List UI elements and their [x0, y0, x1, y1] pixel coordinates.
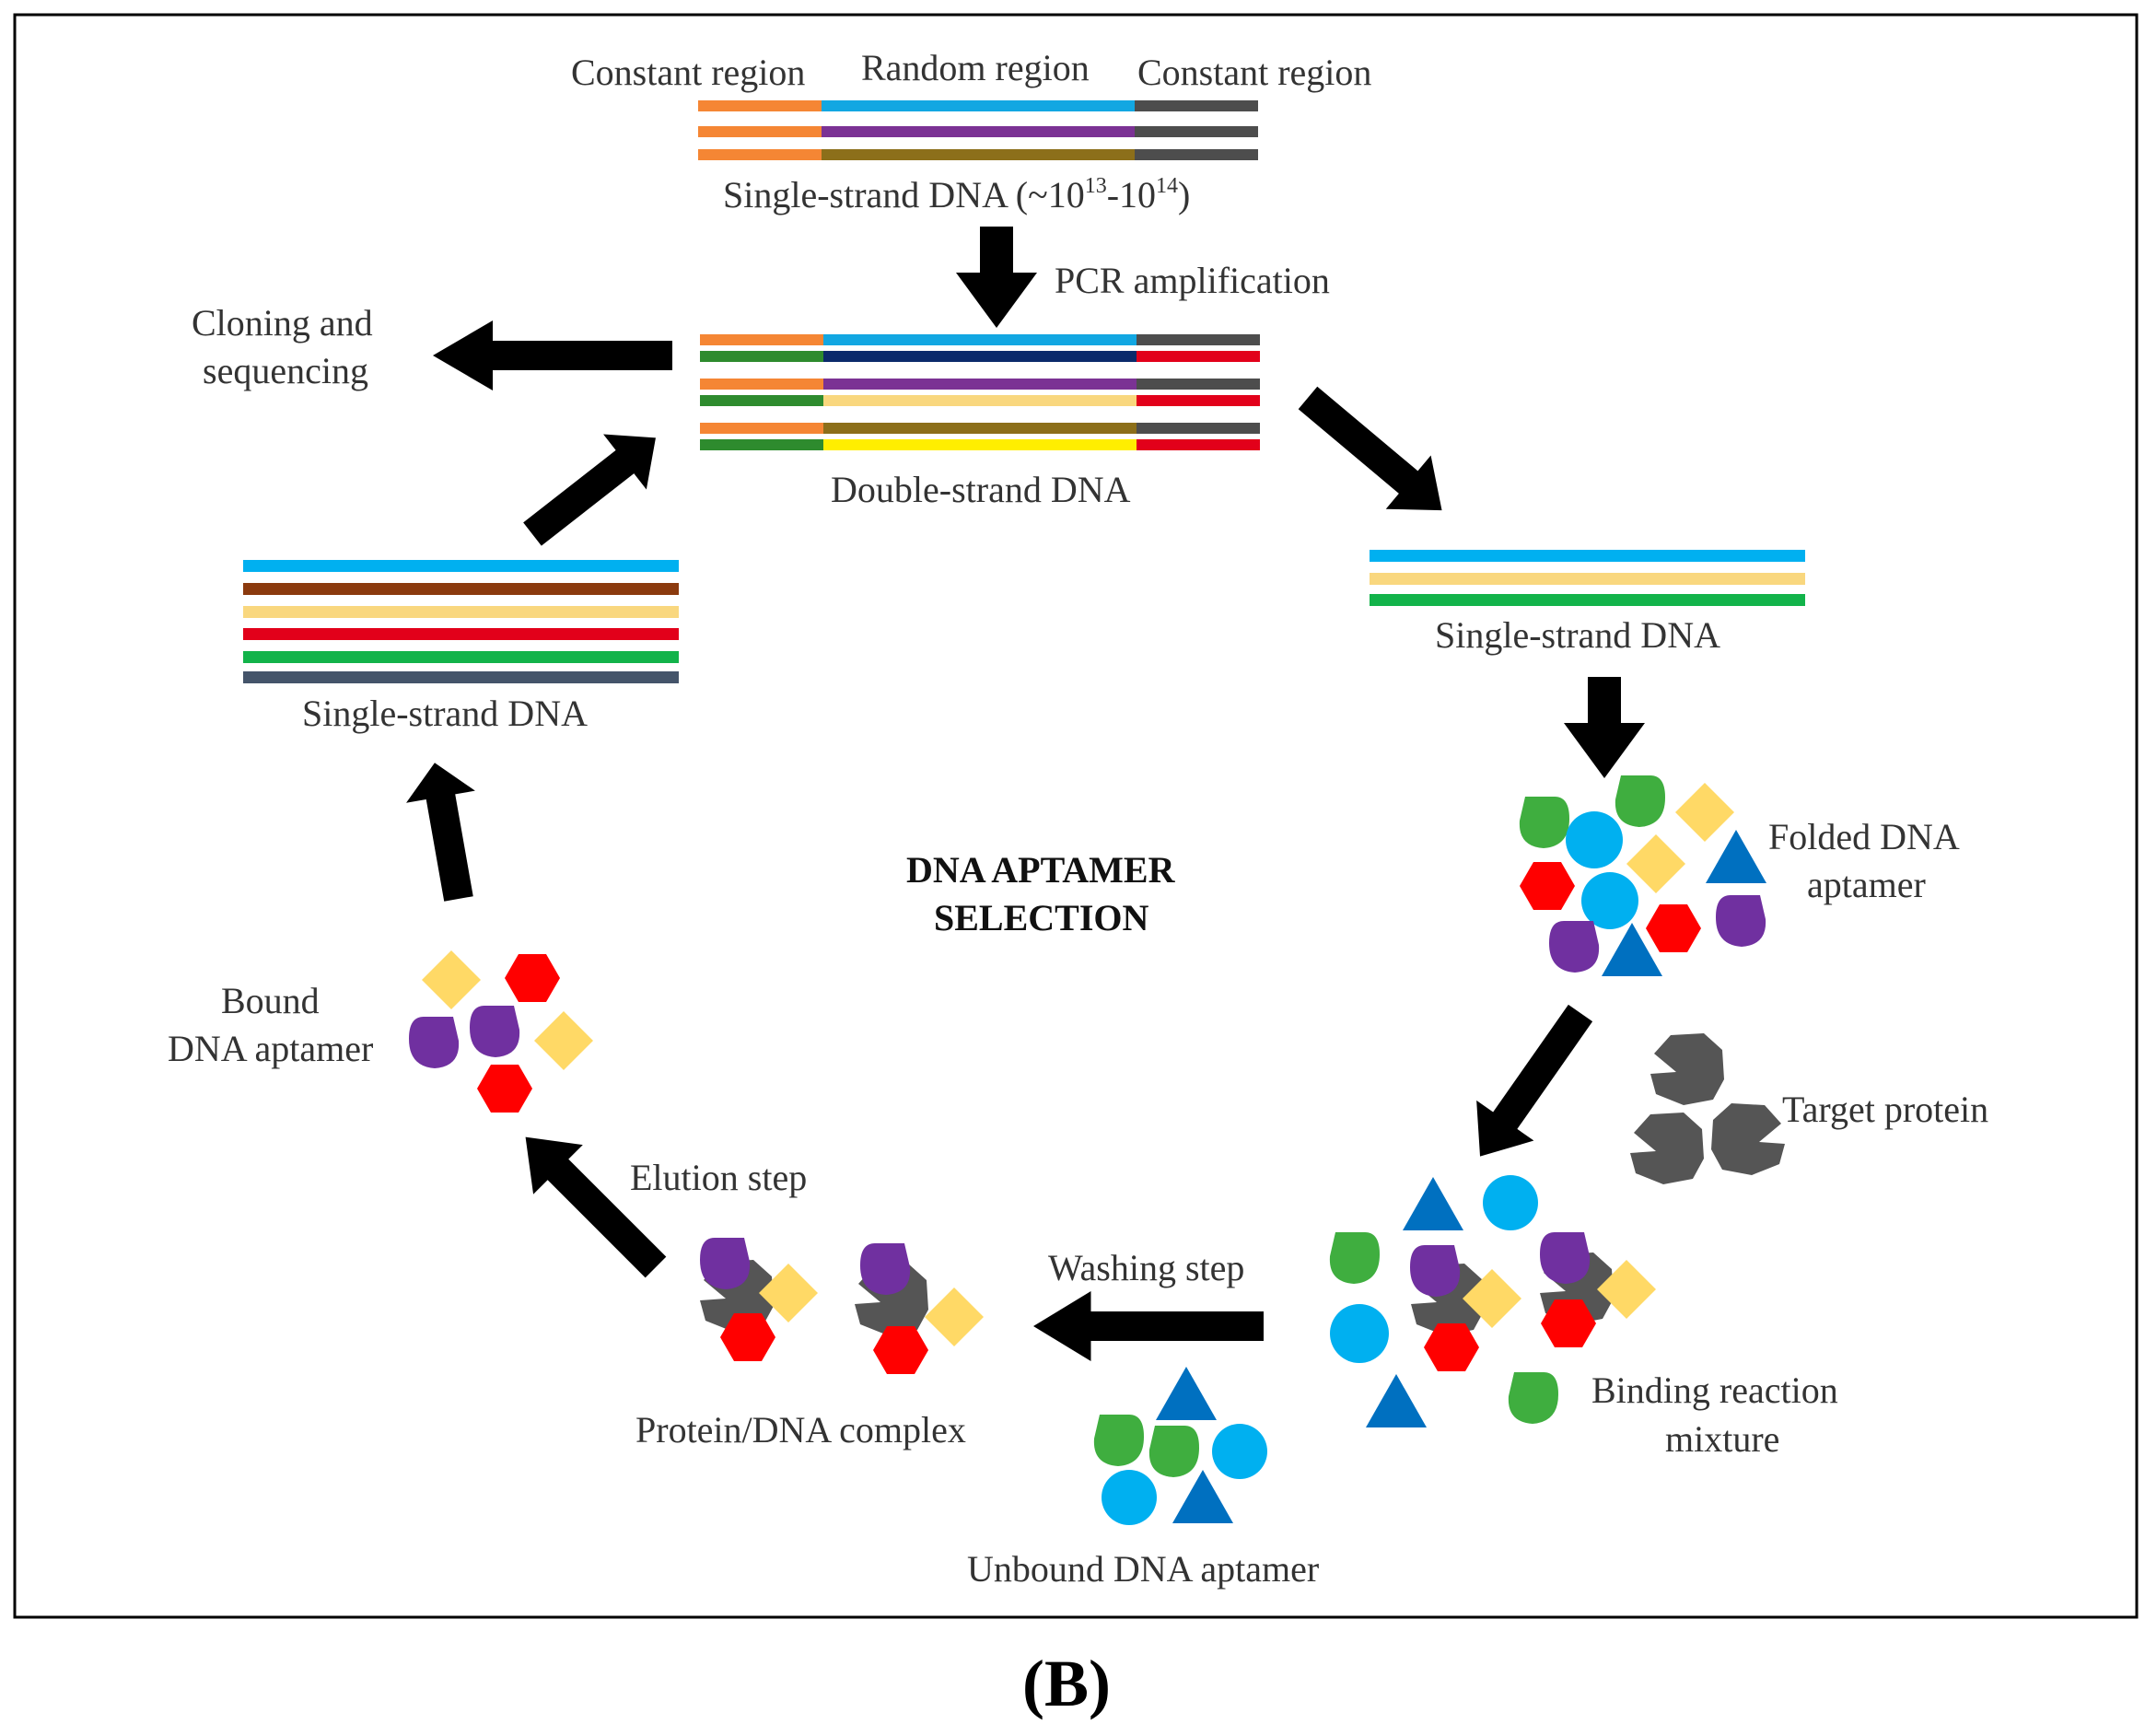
ssdna-library-label: Single-strand DNA (~1013-1014) [723, 174, 1190, 216]
constant-region-right-label: Constant region [1137, 52, 1371, 93]
cloning-arrow [433, 320, 672, 390]
folded-label-line1: Folded DNA [1768, 816, 1960, 857]
folded-dna-aptamer-cluster [1519, 775, 1766, 976]
washing-arrow [1033, 1291, 1264, 1361]
unbound-dna-aptamer-cluster [1093, 1367, 1267, 1525]
pcr-amplification-label: PCR amplification [1055, 260, 1330, 301]
to-right-ssdna-arrow [1285, 370, 1464, 538]
to-double-strand-arrow [510, 410, 678, 562]
figure-border [13, 13, 2139, 1619]
fold-down-arrow [1564, 677, 1645, 778]
bound-dna-aptamer-cluster [409, 950, 593, 1113]
unbound-dna-aptamer-label: Unbound DNA aptamer [967, 1548, 1319, 1590]
cloning-label-line1: Cloning and [192, 302, 373, 344]
right-ssdna-label: Single-strand DNA [1435, 614, 1720, 656]
ssdna-library-strands [698, 100, 1258, 160]
right-ssdna-strands [1370, 550, 1805, 606]
elution-step-label: Elution step [630, 1157, 807, 1198]
random-region-label: Random region [861, 47, 1090, 88]
binding-reaction-mixture-cluster [1329, 1175, 1656, 1427]
bound-label-line1: Bound [221, 980, 320, 1021]
double-strand-dna-strands [700, 334, 1260, 450]
center-title-line1: DNA APTAMER [906, 849, 1176, 891]
binding-label-line1: Binding reaction [1591, 1369, 1838, 1411]
left-ssdna-strands [243, 560, 679, 683]
target-protein-shapes [1630, 1033, 1785, 1184]
center-title-line2: SELECTION [934, 897, 1149, 938]
to-binding-arrow [1451, 993, 1610, 1177]
protein-dna-complex-label: Protein/DNA complex [635, 1409, 966, 1451]
washing-step-label: Washing step [1048, 1247, 1244, 1288]
double-strand-dna-label: Double-strand DNA [831, 469, 1131, 510]
elution-arrow [500, 1112, 681, 1292]
bound-label-line2: DNA aptamer [168, 1028, 373, 1069]
to-left-ssdna-arrow [400, 756, 494, 905]
target-protein-label: Target protein [1782, 1089, 1988, 1130]
protein-dna-complex-cluster [700, 1238, 984, 1374]
folded-label-line2: aptamer [1807, 864, 1926, 905]
left-ssdna-label: Single-strand DNA [302, 693, 588, 734]
panel-label: (B) [1022, 1647, 1111, 1720]
cloning-label-line2: sequencing [203, 350, 368, 391]
pcr-down-arrow [956, 227, 1037, 328]
constant-region-left-label: Constant region [571, 52, 805, 93]
binding-label-line2: mixture [1665, 1418, 1779, 1460]
